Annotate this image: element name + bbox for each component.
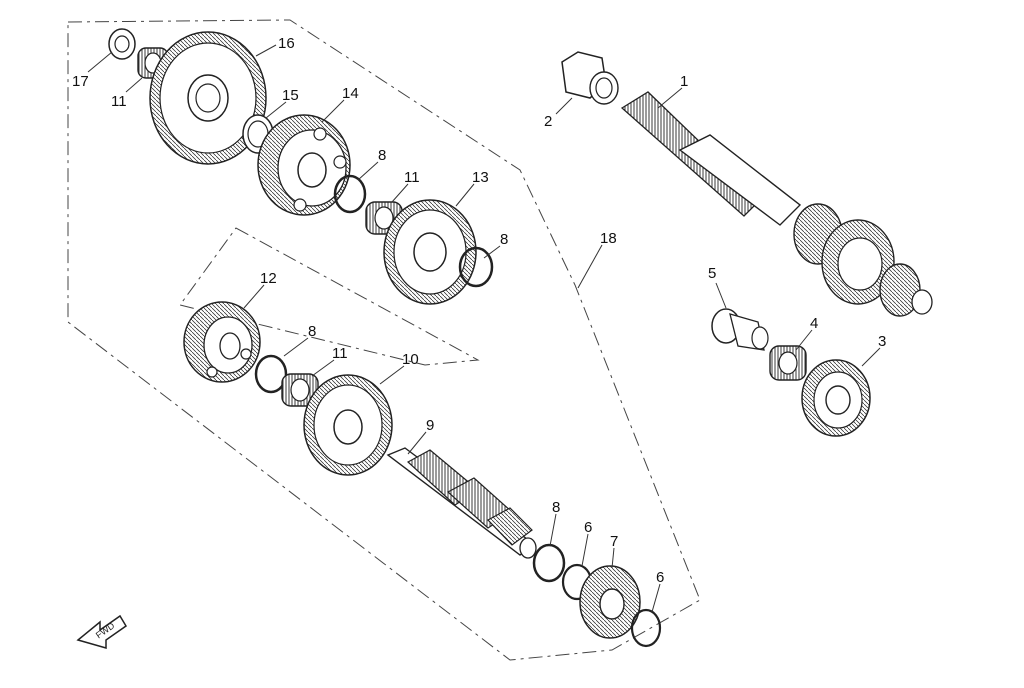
callout-7: 7 xyxy=(610,533,618,550)
callout-6-right: 6 xyxy=(656,569,664,586)
part-4-needle-bearing[interactable] xyxy=(769,345,807,381)
part-3-gear[interactable] xyxy=(801,359,871,437)
fwd-arrow-icon: FWD xyxy=(76,614,128,649)
group-outline-sub xyxy=(179,227,480,366)
part-8-circlip-bottom[interactable] xyxy=(532,543,566,583)
callout-12: 12 xyxy=(260,270,277,287)
part-2-hex-nut[interactable] xyxy=(561,51,619,105)
callout-11-lower: 11 xyxy=(332,345,348,362)
part-17-washer[interactable] xyxy=(108,28,136,60)
part-1-main-shaft[interactable] xyxy=(620,91,933,317)
part-16-large-gear[interactable] xyxy=(149,31,267,165)
part-6-circlip-right[interactable] xyxy=(630,608,662,648)
callout-15: 15 xyxy=(282,87,299,104)
callout-11-middle: 11 xyxy=(404,169,420,186)
part-5-bushing[interactable] xyxy=(711,308,769,351)
callout-16: 16 xyxy=(278,35,295,52)
part-8-circlip-right[interactable] xyxy=(458,246,494,288)
callout-13: 13 xyxy=(472,169,489,186)
callout-6-left: 6 xyxy=(584,519,592,536)
callout-8-bottom: 8 xyxy=(552,499,560,516)
leader-lines xyxy=(87,44,881,613)
callout-8-mid: 8 xyxy=(308,323,316,340)
callout-11-top: 11 xyxy=(111,93,127,110)
part-10-gear[interactable] xyxy=(303,374,393,476)
callout-2: 2 xyxy=(544,113,552,130)
part-14-dog-gear[interactable] xyxy=(257,114,351,216)
callout-8-right: 8 xyxy=(500,231,508,248)
callout-9: 9 xyxy=(426,417,434,434)
callout-5: 5 xyxy=(708,265,716,282)
part-7-small-gear[interactable] xyxy=(579,565,641,639)
callout-3: 3 xyxy=(878,333,886,350)
callout-17: 17 xyxy=(72,73,89,90)
callout-8-upper: 8 xyxy=(378,147,386,164)
callout-4: 4 xyxy=(810,315,818,332)
part-12-gear[interactable] xyxy=(183,301,261,383)
callout-14: 14 xyxy=(342,85,359,102)
callout-18: 18 xyxy=(600,230,617,247)
part-11-needle-bearing-lower[interactable] xyxy=(281,373,319,407)
part-8-circlip-upper[interactable] xyxy=(333,174,367,214)
part-13-gear[interactable] xyxy=(383,199,477,305)
callouts: 17 11 16 15 14 8 11 13 8 12 8 11 10 9 18… xyxy=(72,35,886,586)
callout-10: 10 xyxy=(402,351,419,368)
part-9-countershaft[interactable] xyxy=(386,447,537,559)
part-8-circlip-mid[interactable] xyxy=(254,354,288,394)
callout-1: 1 xyxy=(680,73,688,90)
